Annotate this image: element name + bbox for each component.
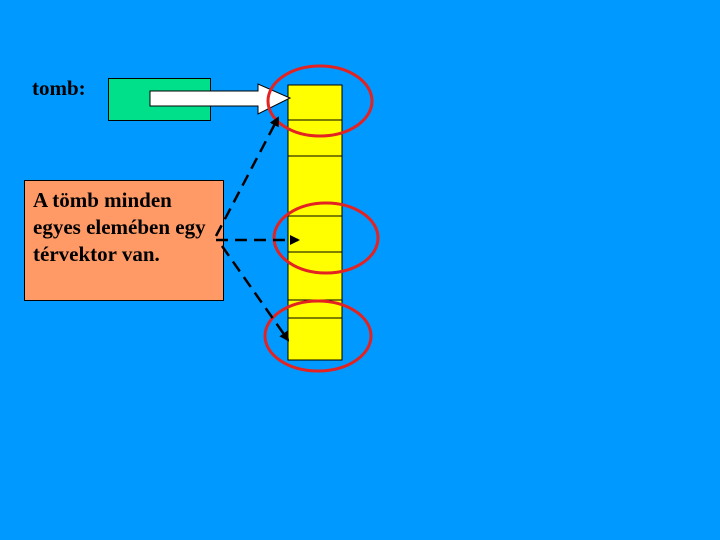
array-body bbox=[287, 84, 343, 361]
explanation-note: A tömb minden egyes elemében egy térvekt… bbox=[24, 180, 224, 301]
pointer-arrow bbox=[149, 83, 292, 115]
array-column bbox=[287, 84, 343, 361]
highlight-ring-last-cell bbox=[263, 299, 373, 373]
pointer-variable-label: tomb: bbox=[32, 76, 86, 100]
dashed-arrow-to-first-cell bbox=[214, 116, 280, 237]
highlight-ring-first-cell bbox=[266, 64, 374, 138]
dashed-arrow-to-last-cell bbox=[220, 245, 290, 342]
highlight-ring-middle-cell bbox=[272, 201, 380, 275]
